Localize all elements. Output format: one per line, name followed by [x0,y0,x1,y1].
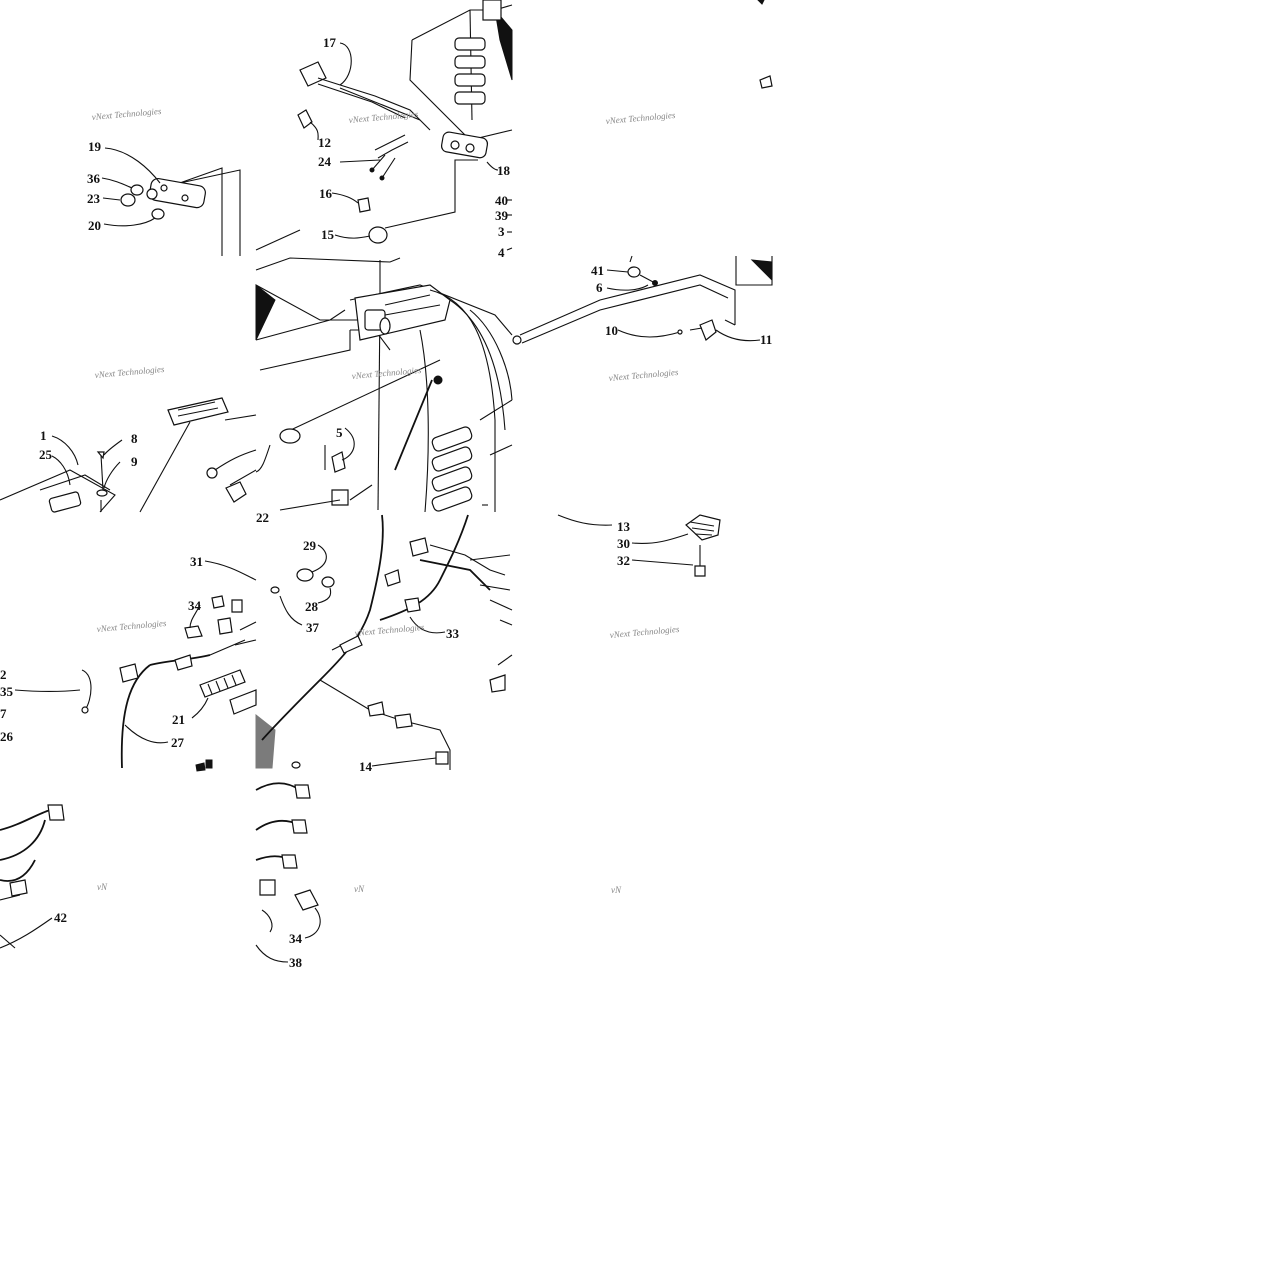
watermark: vNext Technologies [91,106,162,122]
part-number: 24 [318,154,332,169]
tile-center-left [0,397,257,513]
tile-center-right [512,255,773,345]
part-number: 18 [497,163,511,178]
part-number: 42 [54,910,67,925]
part-number-labels: 17 12 24 18 16 15 40 39 3 4 19 36 23 20 … [0,35,772,970]
watermark: vNext Technologies [351,365,422,381]
tile-lower-center [255,514,513,770]
vent-slots-center [431,426,473,512]
part-number: 5 [336,425,343,440]
part-number: 31 [190,554,203,569]
part-number: 20 [88,218,101,233]
part-number: 11 [760,332,772,347]
part-number: 2 [0,667,7,682]
part-number: 30 [617,536,630,551]
part-number: 29 [303,538,317,553]
tile-bottom-center [255,782,321,963]
part-number: 36 [87,171,101,186]
part-number: 13 [617,519,631,534]
tile-top-center [255,0,513,251]
vent-slots-top [454,37,486,105]
tile-top-left [101,147,241,256]
part-number: 15 [321,227,335,242]
watermark: vNext Technologies [608,367,679,383]
part-number: 19 [88,139,102,154]
part-number: 6 [596,280,603,295]
tile-lower-left [14,560,257,772]
part-number: 12 [318,135,331,150]
watermark: vNext Technologies [348,109,419,125]
part-number: 3 [498,224,505,239]
watermarks: vNext Technologies vNext Technologies vN… [91,106,680,895]
part-number: 10 [605,323,618,338]
watermark-truncated: vN [611,885,622,895]
part-number: 27 [171,735,185,750]
watermark: vNext Technologies [96,618,167,634]
part-number: 28 [305,599,319,614]
part-number: 26 [0,729,14,744]
part-number: 8 [131,431,138,446]
part-number: 34 [289,931,303,946]
part-number: 7 [0,706,7,721]
part-number: 4 [498,245,505,260]
watermark: vNext Technologies [609,624,680,640]
part-21-shape [199,669,246,698]
part-30-shape [685,514,721,541]
part-17-shape [299,61,431,131]
part-number: 25 [39,447,53,462]
part-number: 40 [495,193,508,208]
tile-center [255,257,513,513]
watermark-truncated: vN [354,884,365,894]
part-number: 41 [591,263,604,278]
part-number: 1 [40,428,47,443]
watermark: vNext Technologies [605,110,676,126]
part-number: 16 [319,186,333,201]
part-number: 9 [131,454,138,469]
part-number: 14 [359,759,373,774]
part-number: 23 [87,191,101,206]
part-number: 22 [256,510,269,525]
tile-top-right [757,0,773,89]
tile-bottom-left [0,804,65,949]
watermark: vNext Technologies [94,364,165,380]
part-number: 17 [323,35,337,50]
part-number: 33 [446,626,460,641]
part-number: 37 [306,620,320,635]
part-number: 35 [0,684,14,699]
part-number: 39 [495,208,509,223]
part-number: 32 [617,553,630,568]
watermark-truncated: vN [97,882,108,892]
part-number: 38 [289,955,303,970]
tile-lower-right [557,514,721,577]
part-number: 34 [188,598,202,613]
part-number: 21 [172,712,185,727]
